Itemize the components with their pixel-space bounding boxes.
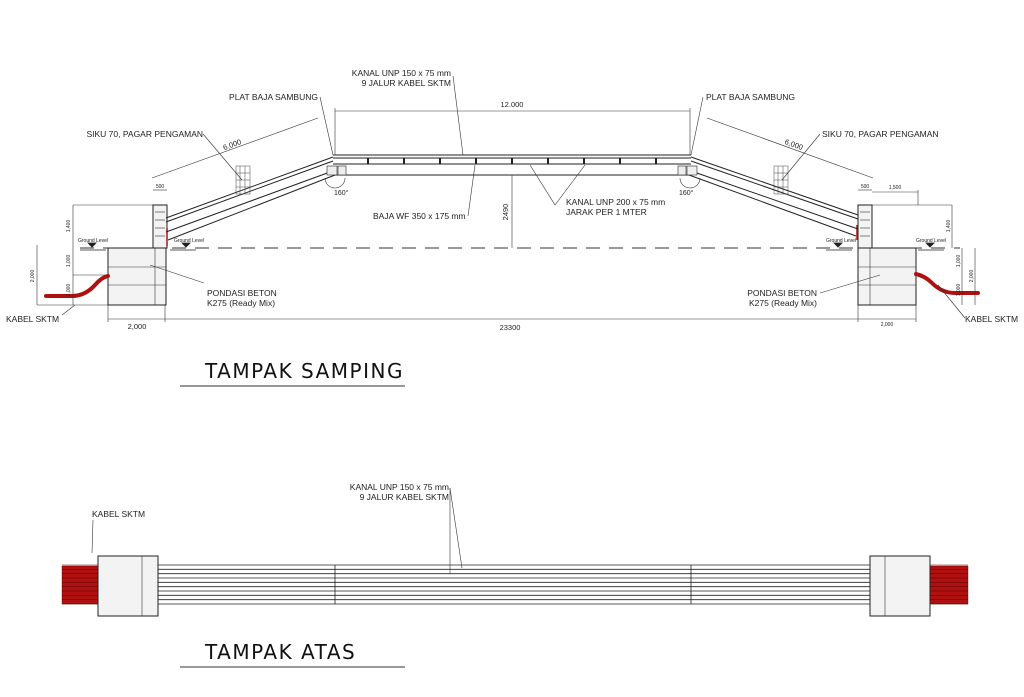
- dim-pillar-right-width: 500: [861, 184, 870, 190]
- label-siku-left: SIKU 70, PAGAR PENGAMAN: [86, 129, 203, 139]
- top-label-kabel: KABEL SKTM: [92, 509, 145, 519]
- label-plat-baja-left: PLAT BAJA SAMBUNG: [229, 92, 318, 102]
- side-view: KANAL UNP 150 x 75 mm 9 JALUR KABEL SKTM…: [6, 68, 1018, 387]
- dim-pillar-left-width: 500: [156, 184, 165, 190]
- foundation-right: [856, 204, 917, 306]
- label-kanal-unp-200-sub: JARAK PER 1 MTER: [566, 207, 647, 217]
- cable-tray-lines: [62, 564, 968, 605]
- foundation-block-right: [869, 555, 931, 617]
- dim-foundation-left-total: 2,000: [30, 270, 36, 283]
- ramp-left: [165, 156, 336, 241]
- label-kanal-unp-150-sub: 9 JALUR KABEL SKTM: [362, 78, 451, 88]
- label-angle-right: 160°: [679, 189, 694, 197]
- label-pondasi-right-sub: K275 (Ready Mix): [749, 298, 817, 308]
- label-kabel-right: KABEL SKTM: [965, 314, 1018, 324]
- dim-foundation-left-upper: 1,000: [66, 255, 72, 268]
- top-view: KABEL SKTM KANAL UNP 150 x 75 mm 9 JALUR…: [61, 482, 969, 668]
- cable-left: [44, 274, 110, 298]
- top-label-kanal: KANAL UNP 150 x 75 mm: [350, 482, 449, 492]
- dim-deck-span: 12.000: [501, 100, 524, 109]
- dimension-lines: [36, 108, 976, 322]
- dim-foundation-right-upper: 1,000: [956, 255, 962, 268]
- dim-pillar-right-height: 1,400: [946, 220, 952, 233]
- deck: [324, 154, 701, 189]
- top-view-title: TAMPAK ATAS: [204, 640, 356, 664]
- label-kanal-unp-150: KANAL UNP 150 x 75 mm: [352, 68, 451, 78]
- dim-ramp-left: 6,000: [222, 137, 243, 152]
- dim-foundation-right-total: 2,000: [969, 270, 975, 283]
- label-baja-wf: BAJA WF 350 x 175 mm: [373, 211, 466, 221]
- label-angle-left: 160°: [334, 189, 349, 197]
- side-view-title: TAMPAK SAMPING: [204, 359, 404, 383]
- dim-total-length: 23300: [500, 323, 521, 332]
- label-ground-level: Ground Level: [78, 238, 108, 244]
- label-plat-baja-right: PLAT BAJA SAMBUNG: [706, 92, 795, 102]
- dim-ramp-right: 6,000: [783, 137, 804, 152]
- cable-bundle-right: [929, 565, 969, 605]
- ramp-right: [688, 156, 859, 237]
- dim-foundation-left-width: 2,000: [128, 322, 147, 331]
- label-ground-level: Ground Level: [174, 238, 204, 244]
- railing-mesh-left: [235, 165, 251, 195]
- dim-clearance: 2490: [501, 204, 510, 221]
- railing-mesh-right: [773, 165, 789, 195]
- label-pondasi-left-sub: K275 (Ready Mix): [207, 298, 275, 308]
- label-ground-level: Ground Level: [916, 238, 946, 244]
- label-kabel-left: KABEL SKTM: [6, 314, 59, 324]
- dim-pillar-left-height: 1,400: [66, 220, 72, 233]
- label-pondasi-left: PONDASI BETON: [207, 288, 277, 298]
- ground-symbols: [80, 242, 944, 251]
- cable-bundle-left: [61, 565, 99, 605]
- top-label-kanal-sub: 9 JALUR KABEL SKTM: [360, 492, 449, 502]
- label-pondasi-right: PONDASI BETON: [747, 288, 817, 298]
- foundation-block-left: [97, 555, 159, 617]
- cable-right: [914, 272, 980, 295]
- label-ground-level: Ground Level: [826, 238, 856, 244]
- dim-foundation-left-lower: 1,000: [66, 284, 72, 297]
- label-kanal-unp-200: KANAL UNP 200 x 75 mm: [566, 197, 665, 207]
- dim-foundation-right-lower: 1,000: [956, 284, 962, 297]
- dim-right-offset: 1,500: [889, 185, 902, 191]
- dim-foundation-right-width: 2,000: [881, 322, 894, 328]
- label-siku-right: SIKU 70, PAGAR PENGAMAN: [822, 129, 939, 139]
- foundation-left: [107, 204, 168, 306]
- leader-lines: [61, 75, 966, 319]
